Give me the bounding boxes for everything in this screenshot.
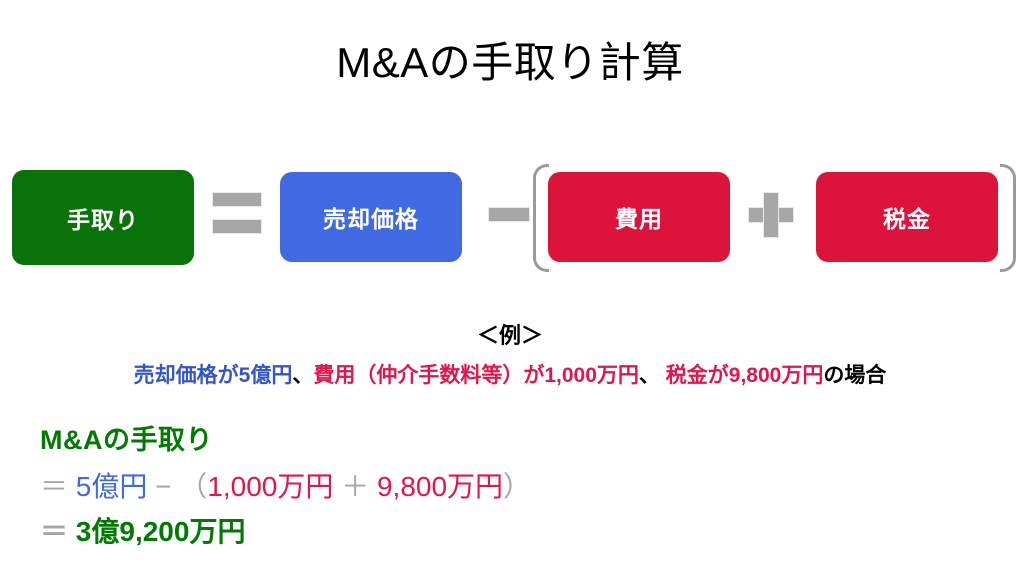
calc2-equals: ＝ — [40, 515, 69, 547]
calc1-sale-price: 5億円 — [75, 471, 148, 502]
plus-bar-vertical — [763, 192, 779, 238]
formula-diagram: 手取り 売却価格 費用 税金 — [0, 160, 1020, 280]
example-sentence: 売却価格が5億円、費用（仲介手数料等）が1,000万円、 税金が9,800万円の… — [0, 359, 1020, 389]
example-part-sale-price: 売却価格が5億円 — [133, 364, 293, 387]
plus-icon — [748, 192, 794, 238]
example-part-comma-1: 、 — [292, 364, 314, 387]
calc1-paren-open: （ — [179, 471, 208, 502]
box-expenses: 費用 — [548, 172, 730, 262]
calc1-tax: 9,800万円 — [376, 471, 504, 502]
page-title: M&Aの手取り計算 — [336, 39, 684, 86]
calc1-plus: ＋ — [341, 471, 370, 502]
box-proceeds: 手取り — [12, 170, 194, 265]
calc1-equals: ＝ — [40, 471, 69, 502]
box-sale-price-label: 売却価格 — [323, 206, 419, 232]
box-proceeds-label: 手取り — [67, 206, 139, 233]
bracket-close-icon — [1000, 164, 1016, 272]
equals-bar-top — [212, 192, 262, 207]
calc1-minus: − — [155, 471, 172, 502]
bracket-open-icon — [533, 164, 549, 272]
example-part-comma-2: 、 — [638, 364, 666, 387]
example-label: ＜例＞ — [476, 323, 543, 348]
calculation-line-1: ＝ 5億円 − （1,000万円 ＋ 9,800万円） — [40, 467, 940, 508]
calculation-heading: M&Aの手取り — [40, 425, 213, 455]
box-tax-label: 税金 — [883, 206, 931, 232]
calculation-block: M&Aの手取り ＝ 5億円 − （1,000万円 ＋ 9,800万円） ＝ 3億… — [40, 418, 940, 556]
calc1-paren-close: ） — [503, 471, 532, 502]
example-part-tax: 税金が9,800万円 — [665, 364, 824, 387]
calculation-line-2: ＝ 3億9,200万円 — [40, 512, 940, 553]
box-sale-price: 売却価格 — [280, 172, 462, 262]
calc1-expenses: 1,000万円 — [207, 471, 334, 502]
equals-icon — [212, 192, 262, 240]
example-part-suffix: の場合 — [823, 364, 887, 387]
box-tax: 税金 — [816, 172, 998, 262]
minus-icon — [488, 207, 530, 222]
example-part-expenses: 費用（仲介手数料等）が1,000万円 — [313, 364, 639, 387]
equals-bar-bottom — [212, 219, 262, 234]
calc2-result: 3億9,200万円 — [75, 515, 246, 547]
box-expenses-label: 費用 — [615, 206, 663, 232]
